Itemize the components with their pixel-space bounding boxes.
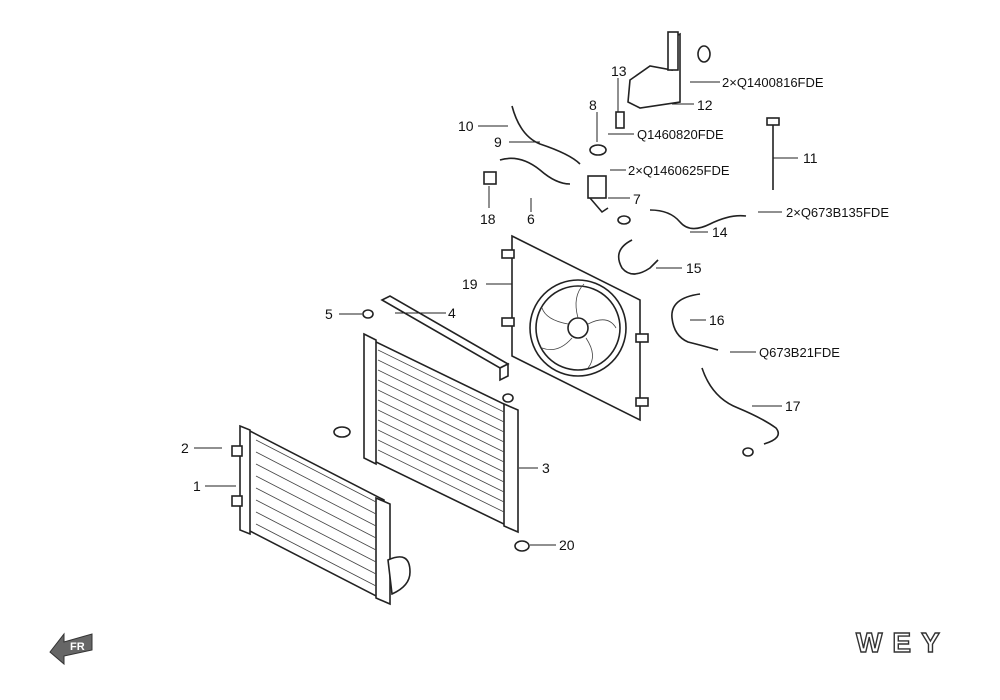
part-number-q673b21: Q673B21FDE — [759, 345, 840, 360]
expansion-tank — [627, 31, 711, 109]
thermostat-housing — [587, 175, 631, 225]
callout-3: 3 — [542, 460, 550, 476]
callout-4: 4 — [448, 305, 456, 321]
coolant-rod — [766, 117, 780, 190]
front-direction-badge: FR — [49, 632, 93, 666]
callout-2: 2 — [181, 440, 189, 456]
part-number-q1400816: 2×Q1400816FDE — [722, 75, 824, 90]
callout-17: 17 — [785, 398, 801, 414]
bracket-18 — [483, 171, 497, 185]
part-number-q1460625: 2×Q1460625FDE — [628, 163, 730, 178]
callout-7: 7 — [633, 191, 641, 207]
hose-6 — [499, 157, 571, 185]
callout-1: 1 — [193, 478, 201, 494]
callout-6: 6 — [527, 211, 535, 227]
radiator — [333, 332, 519, 534]
intercooler — [231, 424, 411, 606]
callout-19: 19 — [462, 276, 478, 292]
rubber-mount — [514, 540, 530, 552]
cap-8 — [589, 144, 607, 156]
clip-5 — [362, 309, 374, 319]
hose-14 — [649, 209, 747, 230]
fan-assembly — [501, 234, 649, 422]
brand-logo: WEY — [856, 627, 950, 658]
sensor-13 — [615, 111, 625, 129]
part-numbers: 2×Q1400816FDE Q1460820FDE 2×Q1460625FDE … — [628, 75, 889, 360]
callout-15: 15 — [686, 260, 702, 276]
callout-8: 8 — [589, 97, 597, 113]
callout-5: 5 — [325, 306, 333, 322]
callout-18: 18 — [480, 211, 496, 227]
hose-9 — [511, 105, 581, 165]
part-number-q1460820: Q1460820FDE — [637, 127, 724, 142]
front-arrow-icon — [49, 632, 93, 666]
part-number-q673b135: 2×Q673B135FDE — [786, 205, 889, 220]
callout-9: 9 — [494, 134, 502, 150]
callouts: 1 2 3 4 5 6 7 8 9 10 11 12 13 14 15 16 1… — [181, 63, 818, 553]
callout-11: 11 — [803, 150, 818, 166]
leader-lines — [194, 78, 798, 546]
callout-12: 12 — [697, 97, 713, 113]
callout-14: 14 — [712, 224, 728, 240]
direction-label: FR — [70, 641, 85, 653]
callout-16: 16 — [709, 312, 725, 328]
callout-20: 20 — [559, 537, 575, 553]
callout-13: 13 — [611, 63, 627, 79]
callout-10: 10 — [458, 118, 474, 134]
